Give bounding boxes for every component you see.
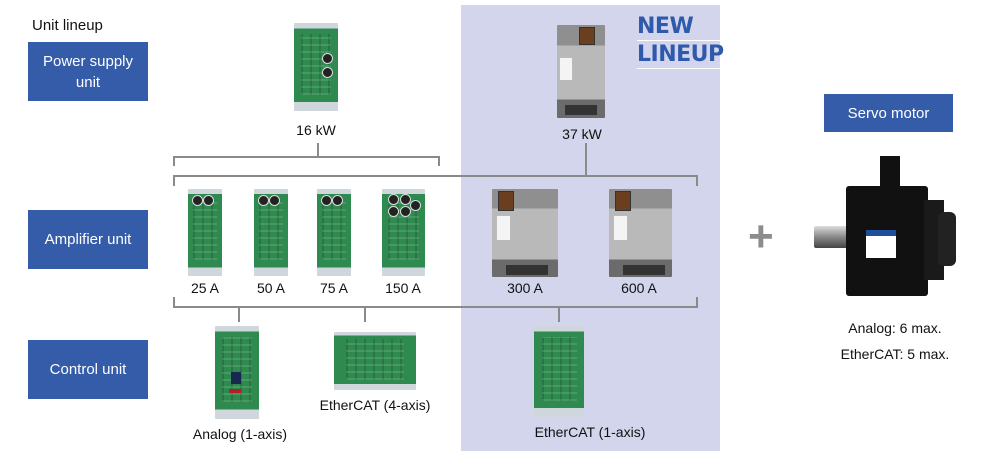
new-lineup-line2: LINEUP — [637, 41, 728, 69]
control-ethercat-1axis-image — [534, 326, 584, 417]
connector-line — [696, 297, 698, 307]
new-lineup-line1: NEW — [637, 13, 728, 41]
servo-motor-image — [814, 150, 964, 300]
amplifier-150a-image — [382, 189, 425, 276]
power-supply-16kw-label: 16 kW — [296, 122, 336, 138]
category-control-unit: Control unit — [28, 340, 148, 399]
connector-line — [173, 306, 698, 308]
power-supply-37kw-label: 37 kW — [562, 126, 602, 142]
amplifier-600a-image — [609, 189, 672, 277]
connector-line — [585, 143, 587, 176]
connector-line — [238, 307, 240, 322]
control-ethercat-4axis-label: EtherCAT (4-axis) — [319, 397, 431, 413]
control-analog-1axis-image — [215, 326, 259, 419]
category-label: Power supply unit — [42, 52, 134, 91]
category-label: Control unit — [49, 361, 127, 378]
connector-line — [364, 307, 366, 322]
power-supply-16kw-image — [294, 23, 338, 111]
amplifier-25a-image — [188, 189, 222, 276]
servo-motor-note-analog: Analog: 6 max. — [848, 320, 942, 336]
control-analog-1axis-label: Analog (1-axis) — [192, 426, 288, 442]
diagram-title: Unit lineup — [32, 17, 103, 34]
amplifier-50a-image — [254, 189, 288, 276]
connector-line — [173, 156, 439, 158]
connector-line — [173, 175, 175, 186]
connector-line — [438, 156, 440, 166]
control-ethercat-4axis-image — [334, 332, 416, 390]
connector-line — [317, 143, 319, 157]
connector-line — [696, 175, 698, 186]
control-ethercat-1axis-label: EtherCAT (1-axis) — [534, 424, 646, 440]
connector-line — [173, 156, 175, 166]
amplifier-25a-label: 25 A — [190, 280, 220, 296]
new-lineup-label: NEW LINEUP — [637, 13, 728, 69]
servo-motor-label: Servo motor — [847, 104, 930, 122]
connector-line — [173, 175, 698, 177]
connector-line — [173, 297, 175, 307]
amplifier-150a-label: 150 A — [385, 280, 421, 296]
category-label: Amplifier unit — [44, 231, 132, 248]
amplifier-75a-label: 75 A — [319, 280, 349, 296]
connector-line — [558, 307, 560, 322]
servo-motor-label-box: Servo motor — [824, 94, 953, 132]
amplifier-300a-image — [492, 189, 558, 277]
category-power-supply-unit: Power supply unit — [28, 42, 148, 101]
plus-icon: + — [748, 212, 774, 261]
amplifier-300a-label: 300 A — [507, 280, 543, 296]
servo-motor-note-ethercat: EtherCAT: 5 max. — [840, 346, 950, 362]
amplifier-600a-label: 600 A — [621, 280, 657, 296]
power-supply-37kw-image — [557, 25, 605, 118]
category-amplifier-unit: Amplifier unit — [28, 210, 148, 269]
amplifier-50a-label: 50 A — [256, 280, 286, 296]
amplifier-75a-image — [317, 189, 351, 276]
